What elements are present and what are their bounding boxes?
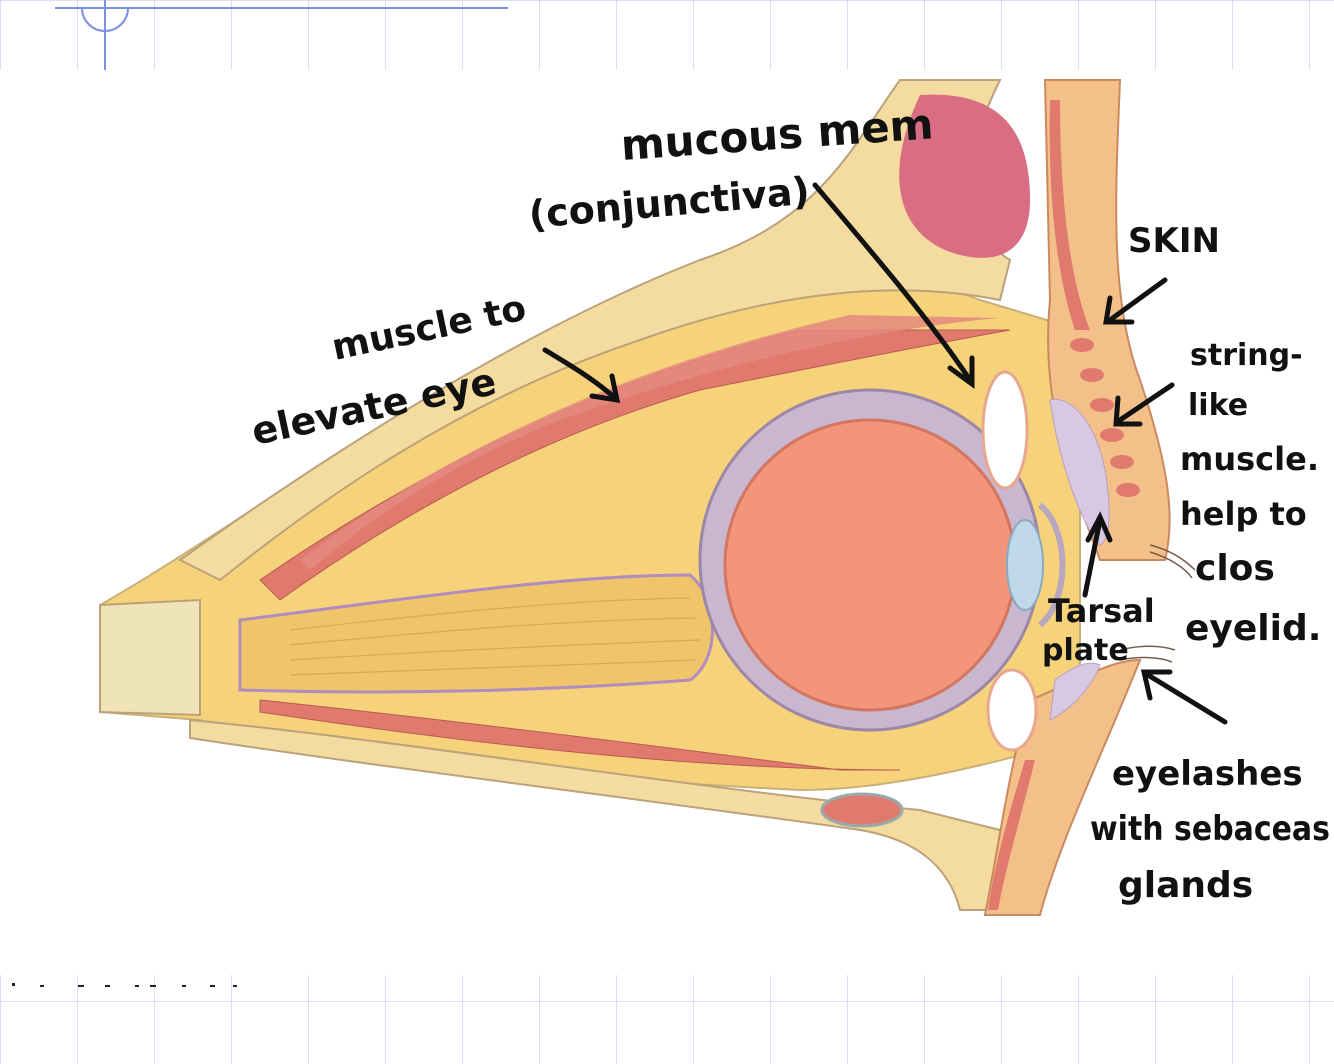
label-eyelash-line2: with sebaceas	[1090, 809, 1330, 849]
lower-tarsal-plate	[1049, 662, 1101, 721]
orbicularis-oculi-fibers	[1070, 338, 1140, 497]
eyelashes	[1119, 544, 1196, 663]
label-string-line1: string-	[1190, 338, 1303, 373]
label-skin: SKIN	[1128, 221, 1220, 261]
inferior-rectus-muscle	[259, 699, 901, 771]
lower-skin-muscle-strip	[988, 760, 1035, 910]
label-tarsal-line2: plate	[1042, 633, 1129, 668]
eyelash-arrow	[1145, 672, 1228, 725]
string-muscle-arrow	[1117, 382, 1175, 423]
eyelash-arrowhead	[1140, 669, 1173, 701]
string-muscle-arrowhead	[1113, 395, 1143, 427]
label-string-line2: like	[1188, 388, 1248, 423]
skin-arrow	[1107, 277, 1168, 323]
lens	[1006, 519, 1044, 611]
label-conjunctiva: (conjunctiva)	[527, 169, 811, 237]
label-eyelash-line3: glands	[1118, 865, 1253, 906]
conjunctiva-arrow	[812, 182, 973, 383]
skin-arrowhead	[1103, 295, 1135, 325]
label-string-line4: help to	[1180, 495, 1307, 533]
page-footer-marks	[12, 983, 237, 987]
label-eyelash-line1: eyelashes	[1112, 754, 1303, 794]
tarsal-arrowhead	[1085, 511, 1113, 543]
lower-conjunctival-sac	[986, 668, 1038, 752]
annotation-arrows	[542, 182, 1228, 725]
page-corner-mark	[55, 0, 508, 70]
tarsal-arrow	[1082, 517, 1103, 598]
optic-nerve	[238, 573, 714, 694]
optic-nerve-stump	[99, 598, 201, 717]
upper-tarsal-plate	[1049, 398, 1110, 546]
eyeball-interior	[723, 418, 1017, 712]
conjunctiva-arrowhead	[947, 355, 975, 389]
muscle-arrow	[542, 347, 618, 401]
optic-nerve-fibers	[289, 597, 701, 676]
muscle-arrowhead	[589, 373, 621, 404]
cornea	[1037, 502, 1066, 628]
label-string-line5: clos	[1195, 548, 1275, 589]
upper-conjunctival-sac	[981, 370, 1029, 490]
label-string-line6: eyelid.	[1185, 608, 1321, 649]
frontal-sinus	[899, 94, 1030, 258]
label-tarsal-line1: Tarsal	[1048, 592, 1155, 630]
skin-muscle-strip	[1049, 100, 1090, 330]
inferior-oblique-muscle	[820, 792, 904, 828]
label-string-line3: muscle.	[1180, 440, 1319, 478]
